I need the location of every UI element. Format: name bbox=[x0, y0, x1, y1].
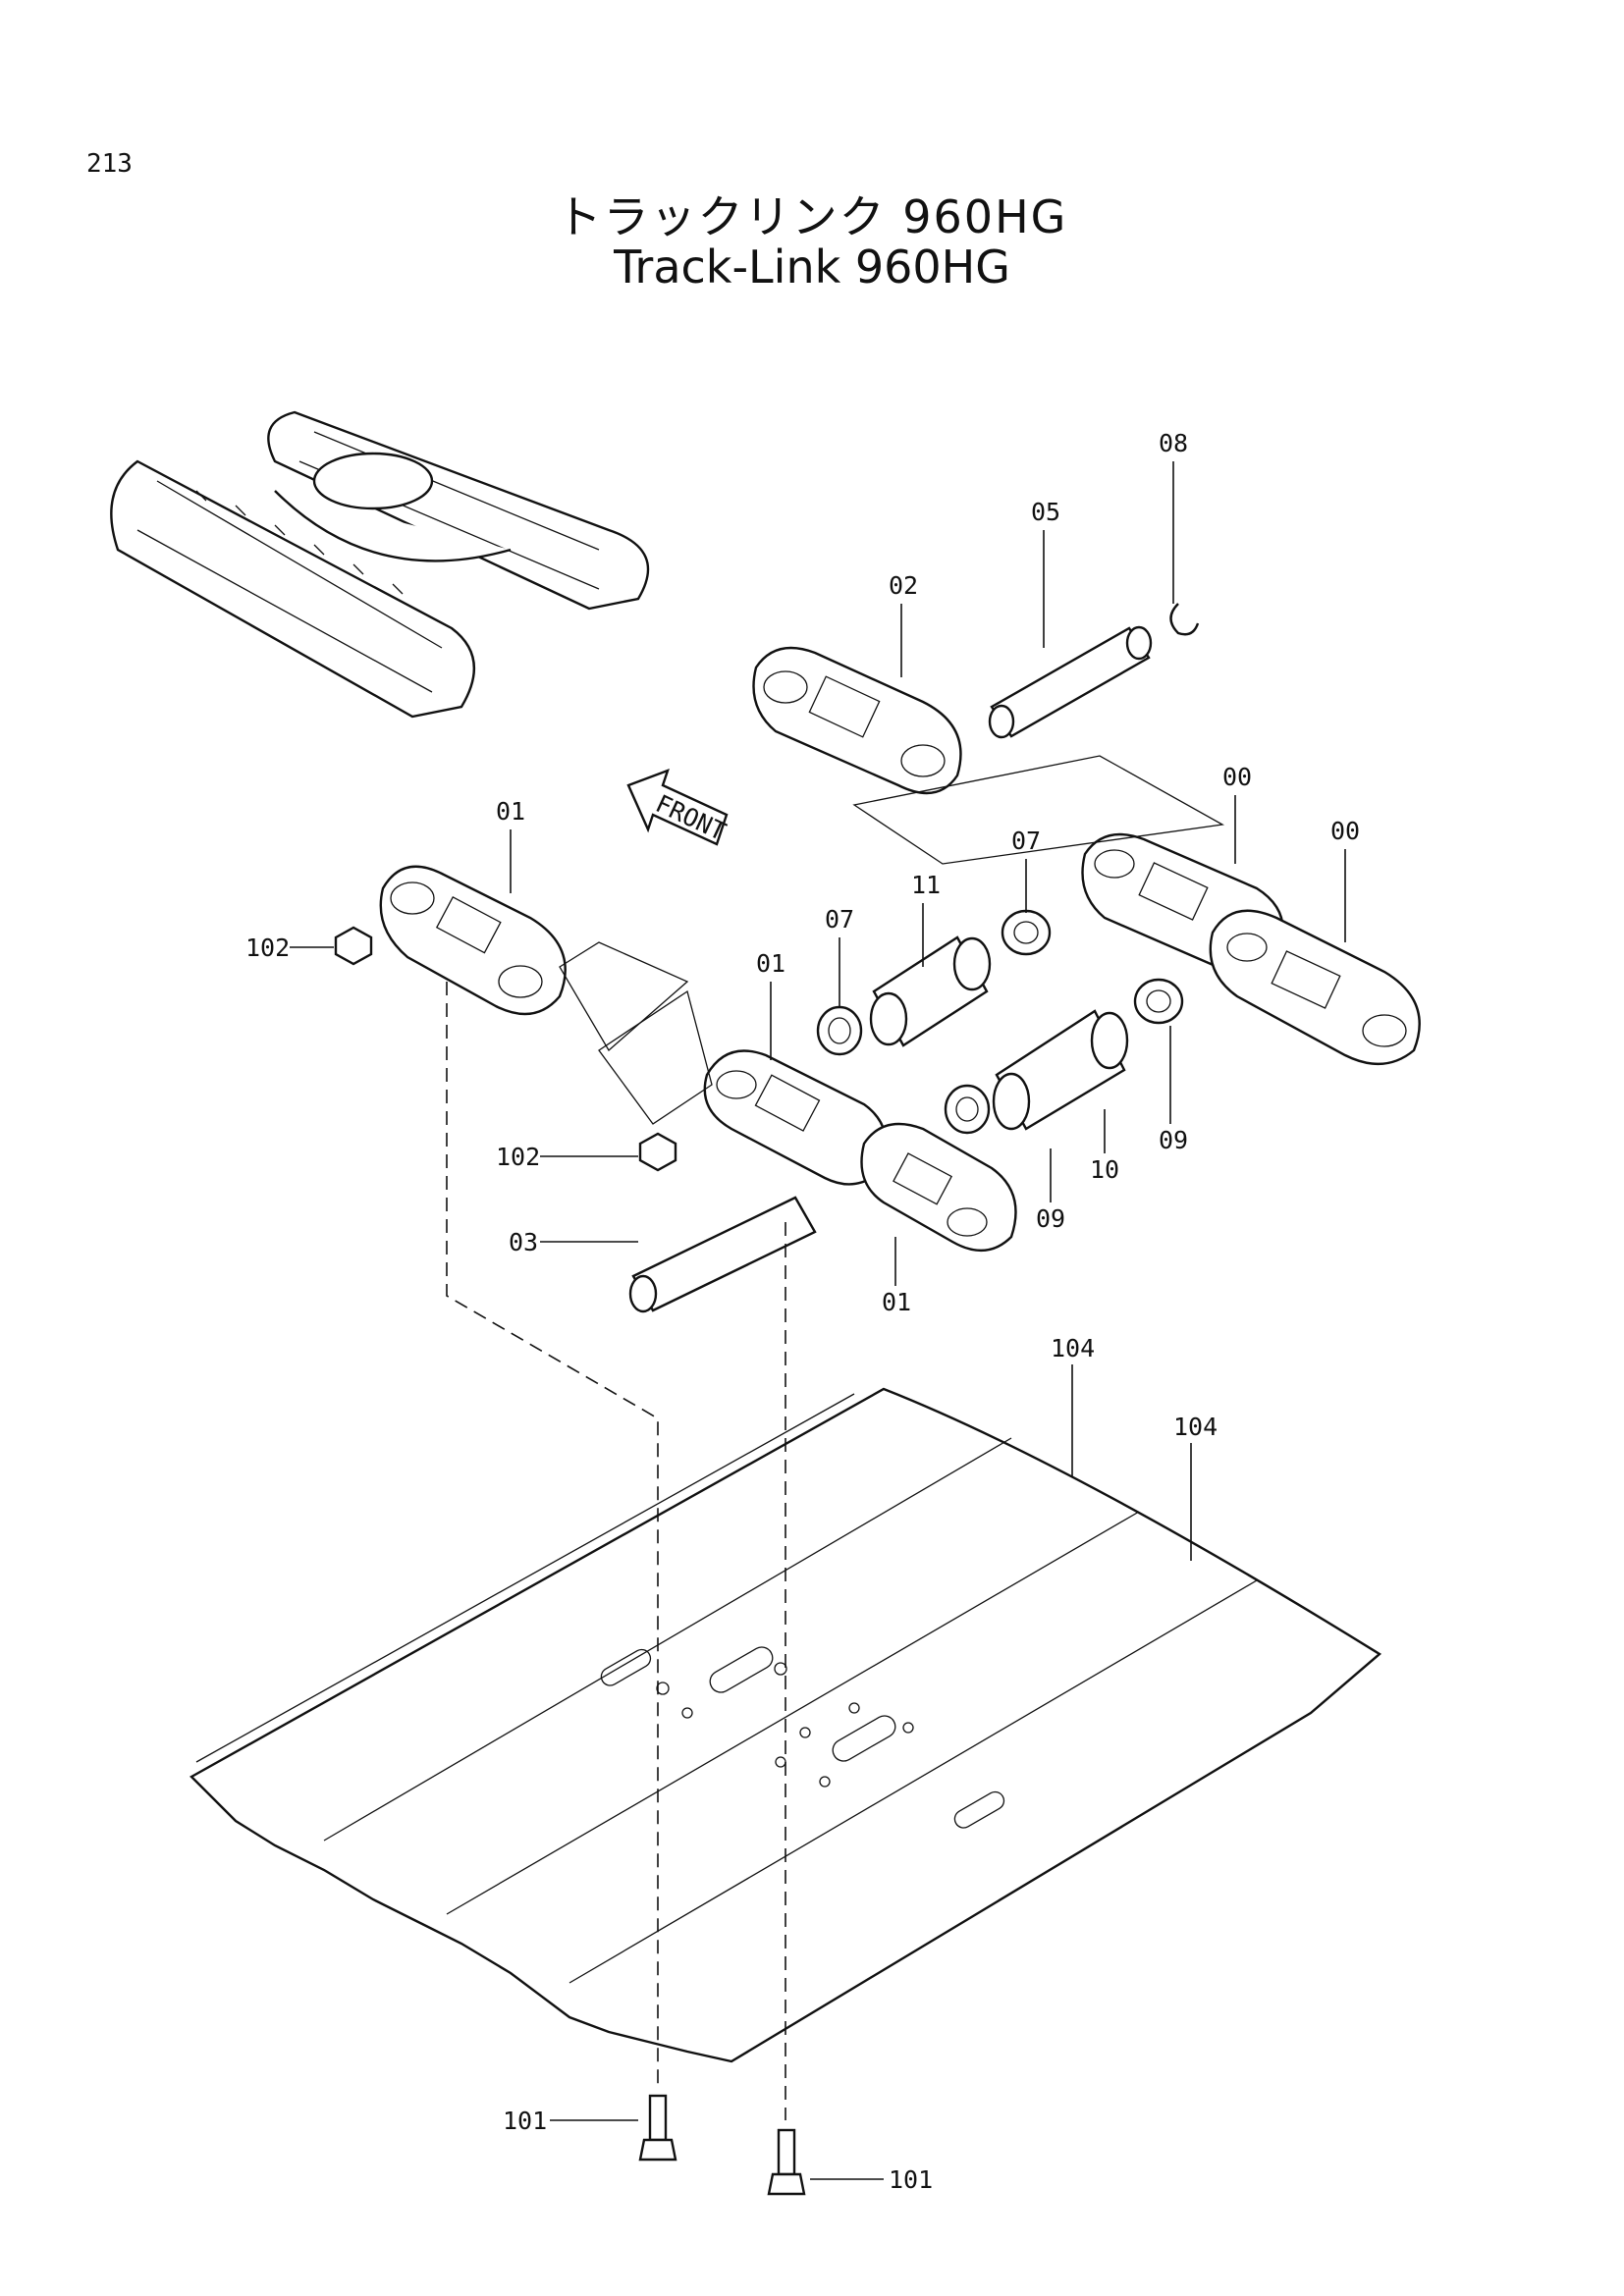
callout-07-right: 07 bbox=[1011, 827, 1041, 855]
callout-08: 08 bbox=[1159, 429, 1188, 457]
callout-07-left: 07 bbox=[825, 905, 854, 934]
part-03-pin bbox=[628, 1196, 817, 1313]
part-09-seal-left bbox=[944, 1084, 991, 1135]
callout-00-upper: 00 bbox=[1222, 763, 1252, 791]
callout-00-lower: 00 bbox=[1330, 817, 1360, 845]
callout-09-right: 09 bbox=[1159, 1126, 1188, 1154]
leader-lines bbox=[290, 461, 1346, 2180]
part-07-seal-left bbox=[816, 1005, 863, 1056]
callout-101-left: 101 bbox=[503, 2107, 547, 2135]
title-english: Track-Link 960HG bbox=[614, 240, 1010, 294]
alignment-lines bbox=[446, 982, 786, 2120]
part-09-seal-right bbox=[1133, 978, 1184, 1025]
part-102-nut-upper bbox=[334, 926, 373, 966]
callout-102-upper: 102 bbox=[245, 934, 290, 962]
callout-03: 03 bbox=[509, 1228, 538, 1256]
callout-01-bottom: 01 bbox=[882, 1288, 911, 1316]
callout-01-center: 01 bbox=[756, 949, 785, 978]
assembly-guide-left bbox=[559, 941, 689, 1052]
callout-02: 02 bbox=[889, 571, 918, 600]
callout-10: 10 bbox=[1090, 1155, 1119, 1184]
part-101-bolt-left bbox=[638, 2094, 677, 2162]
callout-104-upper: 104 bbox=[1051, 1334, 1095, 1362]
page-number: 213 bbox=[86, 149, 133, 179]
part-00-link-lower bbox=[1209, 909, 1421, 1066]
callout-labels: 08 05 02 01 00 00 07 11 07 01 102 102 09… bbox=[245, 429, 1360, 2194]
callout-01-left: 01 bbox=[496, 797, 525, 826]
part-01-link-left bbox=[379, 865, 567, 1016]
part-01-link-center bbox=[703, 1049, 1017, 1253]
title-japanese: トラックリンク 960HG bbox=[556, 190, 1068, 243]
undercarriage-thumbnail bbox=[110, 410, 650, 719]
callout-101-right: 101 bbox=[889, 2165, 933, 2194]
assembly-guide-center bbox=[598, 989, 713, 1125]
part-10-bushing bbox=[992, 1009, 1129, 1131]
part-08-clip bbox=[1169, 603, 1200, 636]
part-07-seal-right bbox=[1001, 909, 1052, 956]
part-02-link bbox=[752, 646, 962, 795]
callout-09-left: 09 bbox=[1036, 1204, 1065, 1233]
callout-11: 11 bbox=[911, 871, 941, 899]
part-101-bolt-right bbox=[767, 2128, 806, 2196]
assembly-guide-upper bbox=[852, 755, 1225, 865]
part-102-nut-lower bbox=[638, 1132, 677, 1172]
callout-104-lower: 104 bbox=[1173, 1413, 1218, 1441]
part-11-bushing bbox=[869, 935, 992, 1047]
part-05-pin bbox=[988, 625, 1153, 739]
callout-102-lower: 102 bbox=[496, 1143, 540, 1171]
callout-05: 05 bbox=[1031, 498, 1060, 526]
front-arrow: FRONT bbox=[626, 768, 731, 846]
